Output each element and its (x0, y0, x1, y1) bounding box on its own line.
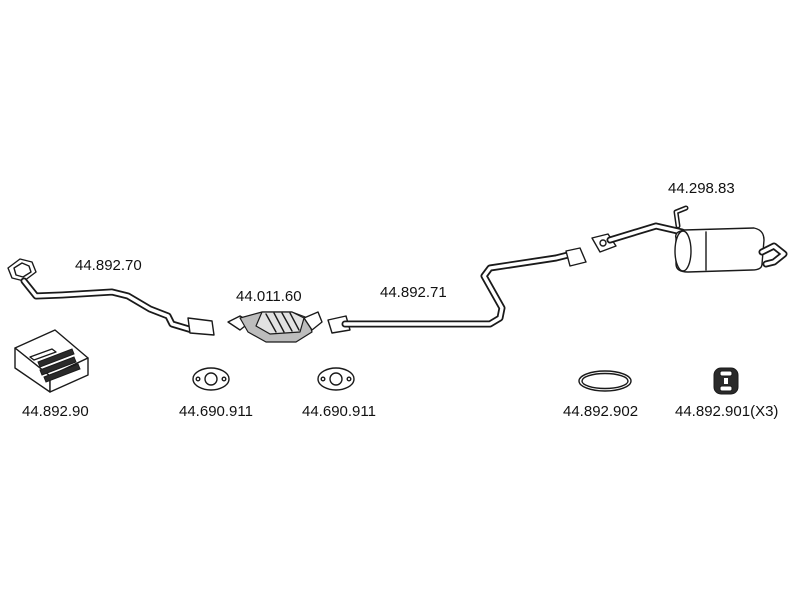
rear-silencer[interactable] (591, 205, 788, 273)
rubber-hanger[interactable] (713, 367, 739, 395)
intermediate-pipe-part-number: 44.892.71 (380, 284, 447, 301)
gasket-left-part-number: 44.690.911 (179, 403, 253, 420)
mounting-kit-box[interactable] (14, 329, 89, 393)
gasket-left[interactable] (192, 367, 230, 391)
mounting-kit-part-number: 44.892.90 (22, 403, 89, 420)
gasket-right[interactable] (317, 367, 355, 391)
intermediate-pipe[interactable] (327, 247, 587, 334)
front-pipe[interactable] (7, 258, 215, 336)
rear-silencer-part-number: 44.298.83 (668, 180, 735, 197)
rubber-hanger-part-number: 44.892.901(X3) (675, 403, 778, 420)
catalytic-converter-part-number: 44.011.60 (236, 288, 302, 305)
catalytic-converter[interactable] (227, 311, 323, 343)
ring-gasket-part-number: 44.892.902 (563, 403, 638, 420)
gasket-right-part-number: 44.690.911 (302, 403, 376, 420)
front-pipe-part-number: 44.892.70 (75, 257, 142, 274)
ring-gasket[interactable] (578, 370, 632, 392)
